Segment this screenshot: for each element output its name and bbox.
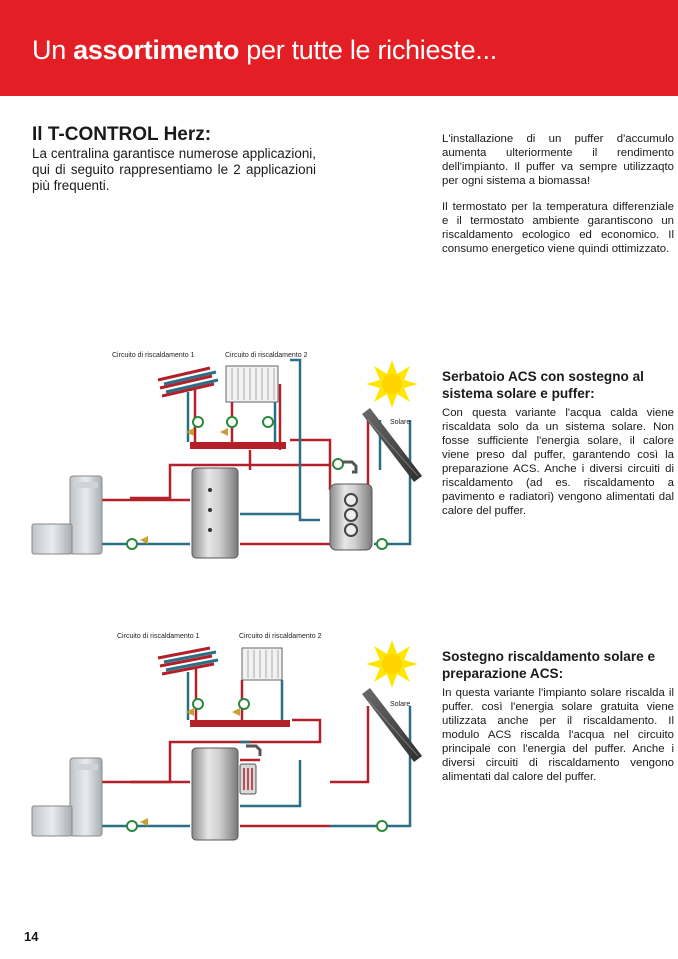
distributor-manifold <box>190 442 286 449</box>
radiator <box>225 365 279 403</box>
buffer-tank <box>191 747 239 841</box>
solar-panel <box>362 688 422 762</box>
pump-icon <box>126 698 388 832</box>
solar-panel <box>362 408 422 482</box>
floor-heating-coil <box>157 646 219 676</box>
intro-heading: Il T-CONTROL Herz: <box>32 124 212 145</box>
biomass-boiler <box>31 757 103 837</box>
thermostat-paragraph: Il termostato per la temperatura differe… <box>442 201 674 255</box>
intro-body: La centralina garantisce numerose applic… <box>32 146 316 193</box>
circuit1-label: Circuito di riscaldamento 1 <box>117 633 200 640</box>
buffer-tank <box>191 467 239 559</box>
header-banner: Un assortimento per tutte le richieste..… <box>0 0 678 96</box>
circuit2-label: Circuito di riscaldamento 2 <box>239 633 322 640</box>
floor-heating-coil <box>157 366 219 398</box>
circuit2-label: Circuito di riscaldamento 2 <box>225 352 308 359</box>
section1-body: Con questa variante l'acqua calda viene … <box>442 407 674 517</box>
title-part: Un <box>32 35 74 65</box>
title-part: per tutte le richieste... <box>239 35 497 65</box>
diagram1: Circuito di riscaldamento 1 Circuito di … <box>31 352 422 559</box>
radiator <box>241 647 283 681</box>
puffer-paragraph: L'installazione di un puffer d'accumulo … <box>442 133 674 187</box>
solar-label: Solare <box>390 701 410 708</box>
page-title: Un assortimento per tutte le richieste..… <box>32 35 497 66</box>
title-bold: assortimento <box>73 35 240 65</box>
pipes-hot <box>100 384 370 546</box>
diagram2: Circuito di riscaldamento 1 Circuito di … <box>31 633 422 841</box>
sun-icon <box>366 640 418 688</box>
section2-body: In questa variante l'impianto solare ris… <box>442 687 674 783</box>
page-number: 14 <box>24 929 39 944</box>
sun-icon <box>366 360 418 408</box>
solar-label: Solare <box>390 419 410 426</box>
circuit1-label: Circuito di riscaldamento 1 <box>112 352 195 359</box>
valve-icon <box>140 708 240 826</box>
dhw-tank <box>329 460 373 551</box>
valve-icon <box>140 428 228 544</box>
biomass-boiler <box>31 475 103 555</box>
pump-icon <box>126 416 388 550</box>
section1-heading: Serbatoio ACS con sostegno al sistema so… <box>442 369 644 401</box>
section2-heading: Sostegno riscaldamento solare e preparaz… <box>442 649 656 681</box>
dhw-module <box>239 744 262 795</box>
distributor-manifold <box>190 720 290 727</box>
